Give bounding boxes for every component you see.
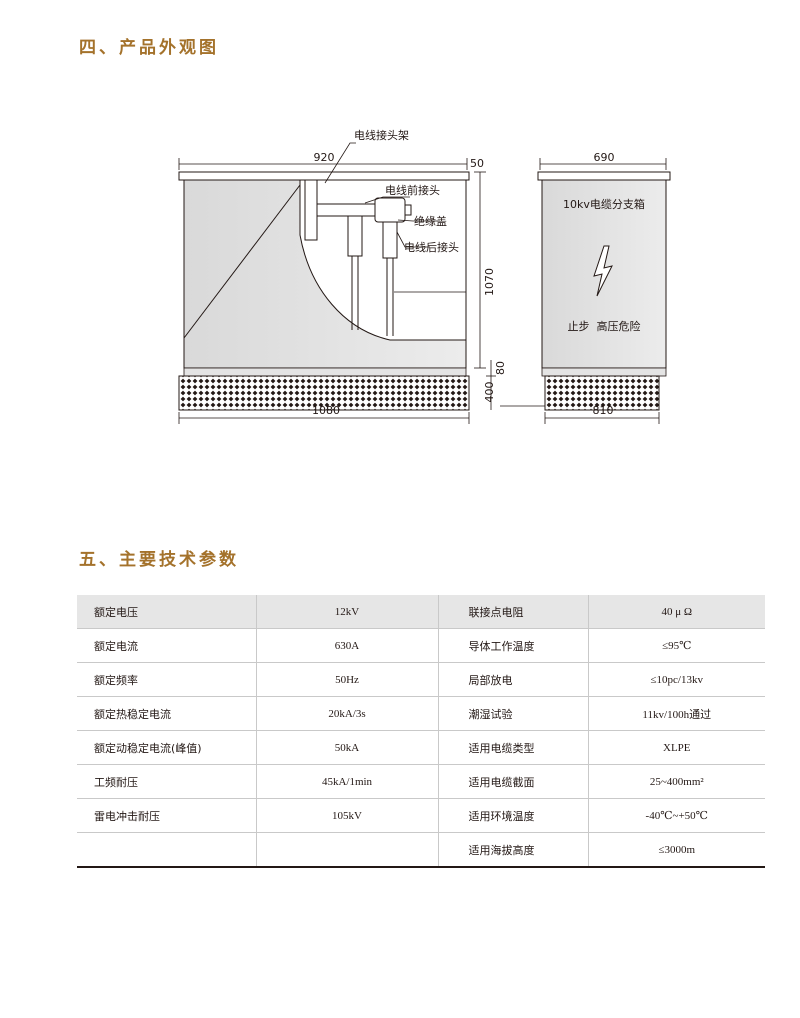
spec-value: ≤95℃ <box>588 628 765 663</box>
table-row: 适用海拔高度 ≤3000m <box>77 832 765 868</box>
dim-front-top-overhang: 50 <box>470 157 484 170</box>
table-row: 额定动稳定电流(峰值) 50kA 适用电缆类型 XLPE <box>77 730 765 765</box>
spec-label: 导体工作温度 <box>438 628 589 663</box>
spec-label: 额定电流 <box>77 628 257 663</box>
lightning-icon <box>593 245 613 297</box>
table-row: 雷电冲击耐压 105kV 适用环境温度 -40℃~+50℃ <box>77 798 765 833</box>
spec-label: 雷电冲击耐压 <box>77 798 257 833</box>
spec-label: 局部放电 <box>438 662 589 697</box>
table-row: 额定电流 630A 导体工作温度 ≤95℃ <box>77 628 765 663</box>
table-row: 额定热稳定电流 20kA/3s 潮湿试验 11kv/100h通过 <box>77 696 765 731</box>
spec-label: 适用环境温度 <box>438 798 589 833</box>
spec-label: 额定动稳定电流(峰值) <box>77 730 257 765</box>
spec-label: 适用海拔高度 <box>438 832 589 868</box>
dim-base-height: 400 <box>483 382 496 403</box>
box-name-label: 10kv电缆分支箱 <box>563 197 645 211</box>
spec-value: 25~400mm² <box>588 764 765 799</box>
spec-value: 105kV <box>256 798 439 833</box>
technical-specs-table: 额定电压 12kV 联接点电阻 40 μ Ω 额定电流 630A 导体工作温度 … <box>77 595 765 868</box>
dim-front-top-width: 920 <box>314 151 335 164</box>
dim-front-height: 1070 <box>483 268 496 296</box>
specs-section-title: 五、主要技术参数 <box>79 550 239 570</box>
spec-label: 适用电缆类型 <box>438 730 589 765</box>
dim-side-base-width: 810 <box>593 404 614 417</box>
spec-label: 联接点电阻 <box>438 595 589 629</box>
spec-value: 630A <box>256 628 439 663</box>
dim-side-top-width: 690 <box>594 151 615 164</box>
spec-value: ≤3000m <box>588 832 765 868</box>
spec-value: XLPE <box>588 730 765 765</box>
label-insulating-cap: 绝缘盖 <box>414 214 447 228</box>
product-outline-drawing: 920 50 电线接头架 电线前接头 绝缘盖 电线后接头 <box>178 128 671 424</box>
high-voltage-warning: 止步 高压危险 <box>568 319 641 333</box>
spec-label: 额定频率 <box>77 662 257 697</box>
table-row: 额定频率 50Hz 局部放电 ≤10pc/13kv <box>77 662 765 697</box>
spec-value: 50kA <box>256 730 439 765</box>
spec-value: 12kV <box>256 595 439 629</box>
spec-label: 额定热稳定电流 <box>77 696 257 731</box>
table-row: 额定电压 12kV 联接点电阻 40 μ Ω <box>77 595 765 629</box>
spec-value: ≤10pc/13kv <box>588 662 765 697</box>
label-rear-connector: 电线后接头 <box>404 240 459 254</box>
spec-label: 适用电缆截面 <box>438 764 589 799</box>
spec-value: 40 μ Ω <box>588 595 765 629</box>
table-row: 工频耐压 45kA/1min 适用电缆截面 25~400mm² <box>77 764 765 799</box>
spec-value: 50Hz <box>256 662 439 697</box>
spec-label: 工频耐压 <box>77 764 257 799</box>
dim-front-base-width: 1080 <box>312 404 340 417</box>
label-front-connector: 电线前接头 <box>385 183 440 197</box>
spec-label: 潮湿试验 <box>438 696 589 731</box>
dim-base-gap: 80 <box>494 361 507 375</box>
spec-value: 45kA/1min <box>256 764 439 799</box>
spec-label <box>77 832 257 868</box>
appearance-section-title: 四、产品外观图 <box>79 38 219 58</box>
spec-value: 11kv/100h通过 <box>588 696 765 731</box>
front-view: 920 50 电线接头架 电线前接头 绝缘盖 电线后接头 <box>178 128 545 424</box>
side-view: 690 10kv电缆分支箱 止步 高压危险 810 <box>537 151 671 424</box>
label-cable-bracket: 电线接头架 <box>354 128 409 142</box>
spec-value: -40℃~+50℃ <box>588 798 765 833</box>
spec-value <box>256 832 439 868</box>
spec-label: 额定电压 <box>77 595 257 629</box>
spec-value: 20kA/3s <box>256 696 439 731</box>
